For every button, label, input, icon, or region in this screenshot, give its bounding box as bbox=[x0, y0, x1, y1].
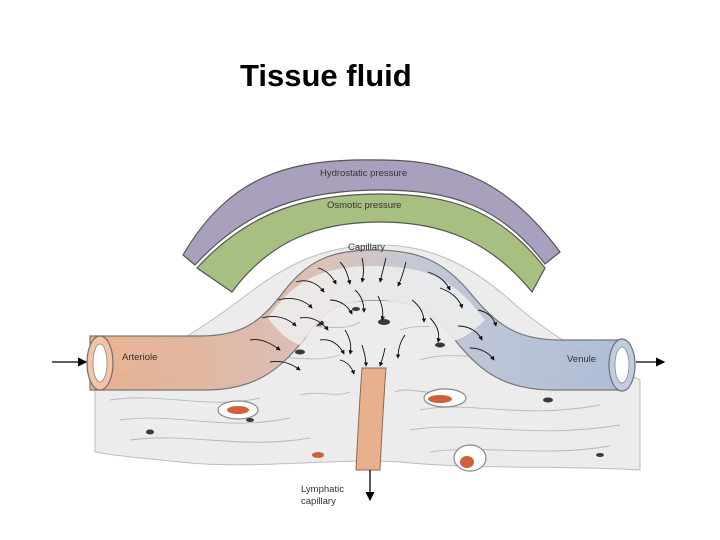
capillary-label: Capillary bbox=[348, 242, 385, 253]
lymphatic-capillary bbox=[355, 367, 387, 471]
osmotic-pressure-label: Osmotic pressure bbox=[327, 200, 401, 211]
osmotic-band bbox=[196, 193, 546, 294]
venule-label: Venule bbox=[567, 354, 596, 365]
hydrostatic-band bbox=[182, 159, 561, 266]
capillary-tube bbox=[86, 249, 636, 392]
tissue-vessel-sections bbox=[217, 388, 487, 472]
fluid-flow-arrows bbox=[249, 257, 498, 375]
pressure-bands bbox=[182, 159, 561, 294]
lymphatic-label-line2: capillary bbox=[301, 496, 336, 507]
hydrostatic-pressure-label: Hydrostatic pressure bbox=[320, 168, 407, 179]
lymphatic-label-line1: Lymphatic bbox=[301, 484, 344, 495]
arteriole-label: Arteriole bbox=[122, 352, 157, 363]
slide-title: Tissue fluid bbox=[240, 58, 412, 93]
